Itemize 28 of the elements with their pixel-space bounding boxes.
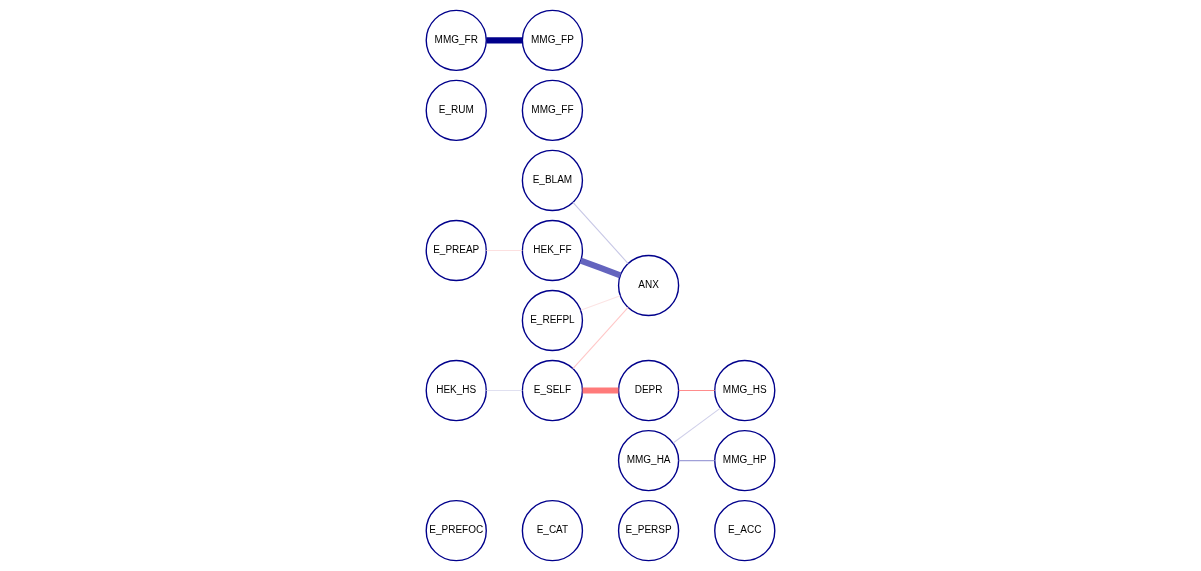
- node-circle: MMG_HS: [714, 359, 776, 422]
- node-circle: ANX: [617, 254, 680, 317]
- connector: [678, 390, 716, 392]
- node-circle: MMG_HA: [617, 429, 680, 492]
- node-circle: DEPR: [617, 359, 680, 422]
- connector: [582, 387, 619, 394]
- connector: [579, 257, 622, 279]
- node-circle: MMG_FP: [521, 9, 584, 72]
- node-circle: MMG_FR: [425, 9, 487, 72]
- node-circle: HEK_HS: [425, 359, 487, 422]
- connector: [678, 460, 716, 462]
- connector: [580, 295, 621, 311]
- connector: [572, 201, 629, 265]
- node-circle: E_PREAP: [425, 219, 487, 282]
- node-circle: E_PREFOC: [425, 499, 487, 562]
- node-circle: HEK_FF: [521, 219, 584, 282]
- node-circle: E_REFPL: [521, 289, 584, 352]
- node-circle: E_CAT: [521, 499, 584, 562]
- connector: [486, 37, 523, 44]
- connector: [572, 306, 629, 370]
- node-circle: E_BLAM: [521, 149, 584, 212]
- node-circle: MMG_FF: [521, 79, 584, 142]
- node-circle: E_RUM: [425, 79, 487, 142]
- node-circle: MMG_HP: [714, 429, 776, 492]
- node-circle: E_SELF: [521, 359, 584, 422]
- node-circle: E_PERSP: [617, 499, 680, 562]
- node-circle: E_ACC: [714, 499, 776, 562]
- connector: [672, 407, 721, 444]
